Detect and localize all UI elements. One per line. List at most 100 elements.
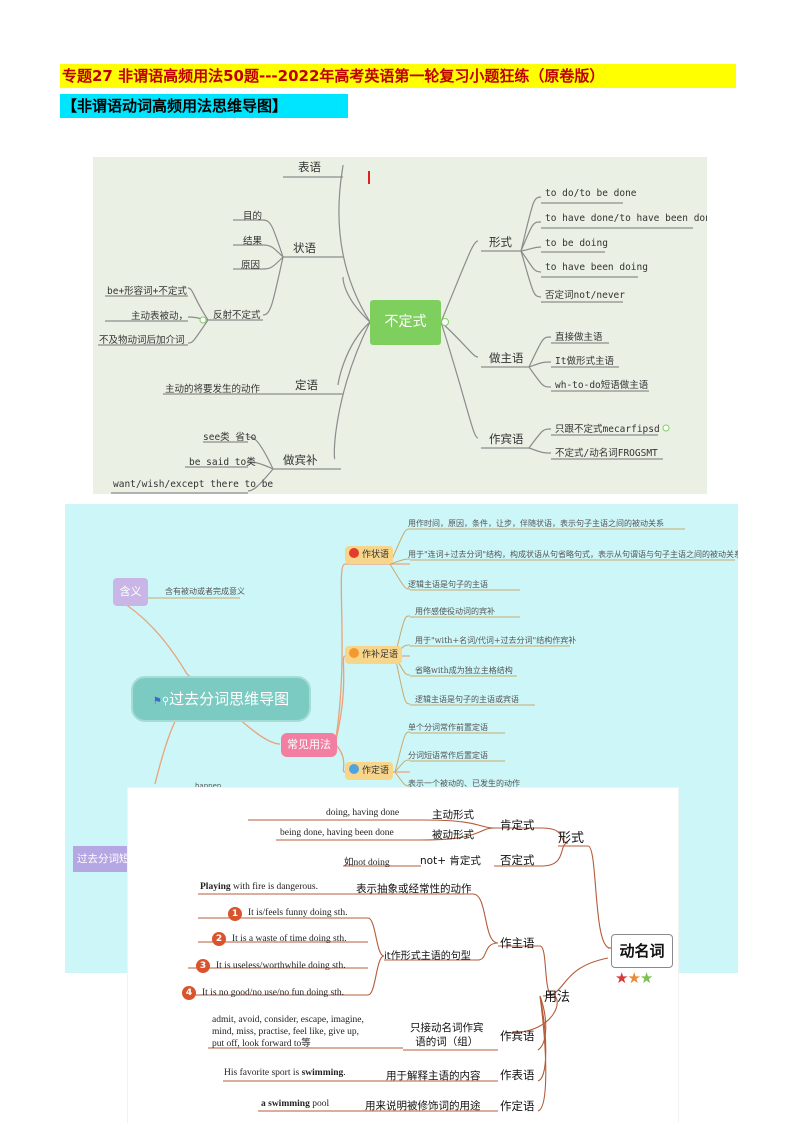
dot-icon <box>349 648 359 658</box>
number-badge: 4 <box>182 986 196 1000</box>
form-item: to have been doing <box>545 262 648 273</box>
usage-node: 用法 <box>544 990 571 1005</box>
number-badge: 1 <box>228 907 242 921</box>
object-label-line: 语的词（组） <box>415 1036 479 1048</box>
category-item: 用于"with+名词/代词+过去分词"结构作宾补 <box>415 636 577 645</box>
form-item: to do/to be done <box>545 188 637 199</box>
branch-subject: 做主语 <box>489 351 524 365</box>
as-subject-node: 作主语 <box>500 936 535 950</box>
meaning-node: 含义 <box>113 578 148 606</box>
infinitive-mindmap: 不定式 表语 状语 目的 结果 原因 反射不定式 be+形容词+不定式 主动表被… <box>93 157 707 494</box>
object-verbs-line: mind, miss, practise, feel like, give up… <box>212 1027 359 1037</box>
category-item: 分词短语常作后置定语 <box>408 751 488 760</box>
attributive-label: 用来说明被修饰词的用途 <box>365 1100 481 1112</box>
category-item: 逻辑主语是句子的主语 <box>408 580 488 589</box>
dot-icon <box>349 764 359 774</box>
category-item: 用作感使役动词的宾补 <box>415 607 495 616</box>
it-pattern: It is useless/worthwhile doing sth. <box>216 961 346 971</box>
participle-center-label: 过去分词思维导图 <box>169 690 290 708</box>
category-complement: 作补足语 <box>345 646 403 664</box>
form-label: 被动形式 <box>432 829 474 841</box>
object-item: 只跟不定式mecarfipsd <box>555 424 660 435</box>
category-label: 作补足语 <box>362 650 399 660</box>
subject-item: It做形式主语 <box>555 356 614 367</box>
number-badge: 3 <box>196 959 210 973</box>
as-object-node: 作宾语 <box>500 1029 535 1043</box>
gerund-mindmap: doing, having done 主动形式 being done, havi… <box>128 788 678 1123</box>
gerund-center-node: 动名词 <box>611 934 673 968</box>
object-item: 不定式/动名词FROGSMT <box>555 448 658 459</box>
adverbial-item: 原因 <box>241 260 261 271</box>
star-icon: ★ <box>627 969 640 987</box>
form-label: not+ 肯定式 <box>420 855 481 867</box>
object-verbs: admit, avoid, consider, escape, imagine,… <box>212 1014 364 1050</box>
category-item: 省略with成为独立主格结构 <box>415 666 513 675</box>
branch-form: 形式 <box>489 235 512 249</box>
negative-node: 否定式 <box>500 853 535 867</box>
category-item: 表示一个被动的、已发生的动作 <box>408 779 520 788</box>
infinitive-connectors <box>98 164 693 494</box>
meaning-note: 含有被动或者完成意义 <box>165 587 245 596</box>
attributive-example: a swimming pool <box>261 1099 329 1109</box>
category-label: 作状语 <box>362 550 390 560</box>
it-pattern: It is a waste of time doing sth. <box>232 934 347 944</box>
adverbial-item: 结果 <box>243 236 263 247</box>
form-item: to be doing <box>545 238 608 249</box>
attributive-item: 主动的将要发生的动作 <box>165 384 261 395</box>
complement-item: see类 省to <box>203 432 257 443</box>
example-rest: pool <box>309 1099 330 1109</box>
reflexive-item: be+形容词+不定式 <box>107 286 187 297</box>
flag-icon: ⚑ <box>152 696 162 707</box>
abstract-example: Playing with fire is dangerous. <box>200 882 318 892</box>
object-verbs-line: put off, look forward to等 <box>212 1039 311 1049</box>
example-rest: His favorite sport is <box>224 1068 302 1078</box>
it-pattern-label: it作形式主语的句型 <box>384 951 471 962</box>
object-verbs-line: admit, avoid, consider, escape, imagine, <box>212 1015 364 1025</box>
example-bold: swimming <box>301 1068 344 1078</box>
as-predicative-node: 作表语 <box>500 1068 535 1082</box>
form-label: 主动形式 <box>432 809 474 821</box>
warning-icon <box>349 548 359 558</box>
category-item: 用作时间，原因，条件，让步，伴随状语，表示句子主语之间的被动关系 <box>408 519 664 528</box>
example-bold: a swimming <box>261 1099 310 1109</box>
phrase-node: 过去分词短 <box>73 846 135 872</box>
predicative-example: His favorite sport is swimming. <box>224 1068 346 1078</box>
star-icon: ★ <box>639 969 653 987</box>
form-example: 如not doing <box>344 858 390 868</box>
number-badge: 2 <box>212 932 226 946</box>
form-example: doing, having done <box>326 808 400 818</box>
form-node: 形式 <box>558 831 585 846</box>
branch-adverbial: 状语 <box>293 241 316 255</box>
participle-center-node: ⚑⚲过去分词思维导图 <box>131 676 311 722</box>
example-bold: Playing <box>200 882 231 892</box>
category-item: 用于"连词+过去分词"结构，构成状语从句省略句式，表示从句谓语与句子主语之间的被… <box>408 550 738 559</box>
gerund-connectors <box>188 819 618 1112</box>
branch-attributive: 定语 <box>295 378 318 392</box>
complement-item: want/wish/except there to be <box>113 479 274 490</box>
form-item: 否定词not/never <box>545 290 625 301</box>
form-example: being done, having been done <box>280 828 394 838</box>
partial-label: happen <box>195 782 222 790</box>
example-end: . <box>343 1068 346 1078</box>
object-label-line: 只接动名词作宾 <box>410 1022 484 1034</box>
complement-item: be said to类 <box>189 457 256 468</box>
document-title: 专题27 非谓语高频用法50题---2022年高考英语第一轮复习小题狂练（原卷版… <box>60 64 736 88</box>
category-adverbial: 作状语 <box>345 546 394 564</box>
subject-item: 直接做主语 <box>555 332 603 343</box>
adverbial-item: 目的 <box>243 211 263 222</box>
section-subtitle: 【非谓语动词高频用法思维导图】 <box>60 94 348 118</box>
object-label: 只接动名词作宾 语的词（组） <box>410 1021 484 1049</box>
subject-item: wh-to-do短语做主语 <box>555 380 649 391</box>
form-item: to have done/to have been done <box>545 213 707 224</box>
branch-object-complement: 做宾补 <box>283 453 318 467</box>
reflexive-item: 不及物动词后加介词 <box>99 335 185 346</box>
category-item: 逻辑主语是句子的主语或宾语 <box>415 695 519 704</box>
branch-predicative: 表语 <box>298 160 321 174</box>
star-icon: ★ <box>615 969 628 987</box>
it-pattern: It is/feels funny doing sth. <box>248 908 348 918</box>
as-attributive-node: 作定语 <box>500 1099 535 1113</box>
affirmative-node: 肯定式 <box>500 818 535 832</box>
category-item: 单个分词常作前置定语 <box>408 723 488 732</box>
reflexive-item: 主动表被动， <box>131 311 189 322</box>
branch-object: 作宾语 <box>489 432 524 446</box>
